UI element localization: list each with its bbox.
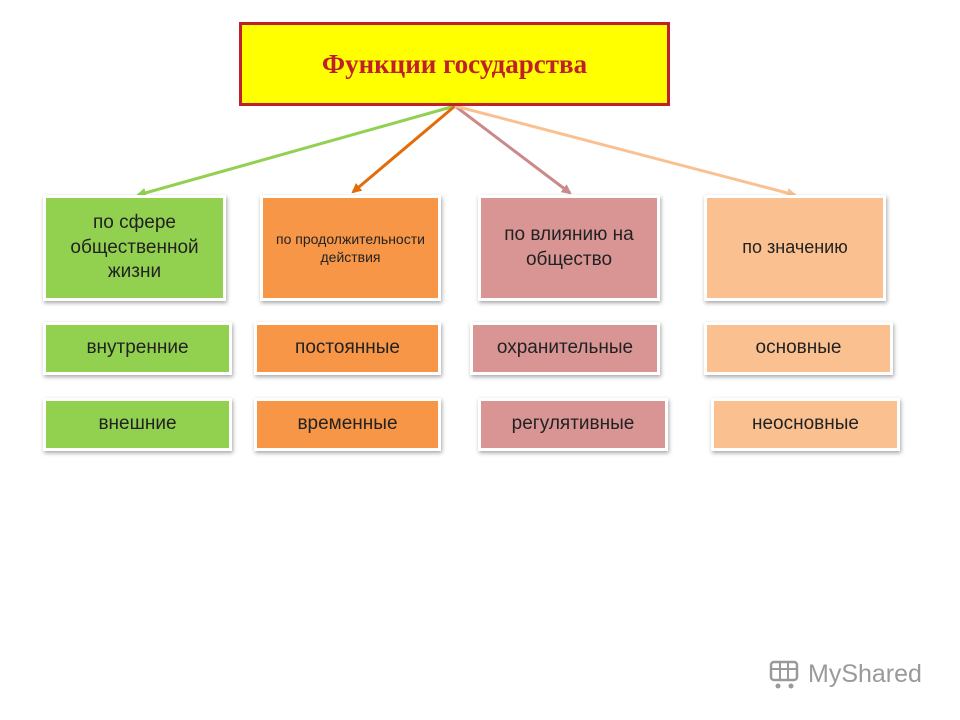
category-1-box: по сфере общественной жизни — [43, 195, 226, 301]
category-3-item-1-label: охранительные — [496, 337, 634, 359]
category-2-item-1-label: постоянные — [295, 337, 400, 359]
diagram-title: Функции государства — [239, 22, 670, 106]
category-3-label: по влиянию на общество — [504, 224, 634, 270]
category-1-item-1-label: внутренние — [86, 337, 189, 359]
category-4-label: по значению — [742, 237, 848, 258]
category-4-item-2-label: неосновные — [752, 413, 859, 435]
category-2-label: по продолжительности действия — [276, 230, 425, 265]
arrow-to-category-2 — [351, 104, 456, 194]
category-3-box: по влиянию на общество — [478, 195, 660, 301]
category-4-item-1: основные — [704, 322, 893, 375]
category-1-label: по сфере общественной жизни — [70, 211, 199, 283]
category-3-item-2: регулятивные — [478, 398, 668, 451]
category-3-item-2-label: регулятивные — [511, 413, 635, 435]
category-2-item-2: временные — [254, 398, 441, 451]
category-2-box: по продолжительности действия — [260, 195, 441, 301]
arrow-to-category-3 — [454, 104, 572, 195]
category-1-item-2-label: внешние — [98, 413, 177, 435]
shopping-cart-icon — [769, 660, 799, 689]
category-4-item-2: неосновные — [711, 398, 900, 451]
category-2-item-2-label: временные — [297, 413, 398, 435]
category-4-item-1-label: основные — [755, 337, 842, 359]
arrow-to-category-4 — [454, 104, 797, 198]
category-3-item-1: охранительные — [470, 322, 660, 375]
arrow-to-category-1 — [136, 104, 456, 198]
watermark-text: MyShared — [808, 659, 922, 688]
category-1-item-2: внешние — [43, 398, 232, 451]
watermark-logo: MyShared — [768, 656, 922, 692]
category-4-box: по значению — [704, 195, 886, 301]
category-1-item-1: внутренние — [43, 322, 232, 375]
category-2-item-1: постоянные — [254, 322, 441, 375]
